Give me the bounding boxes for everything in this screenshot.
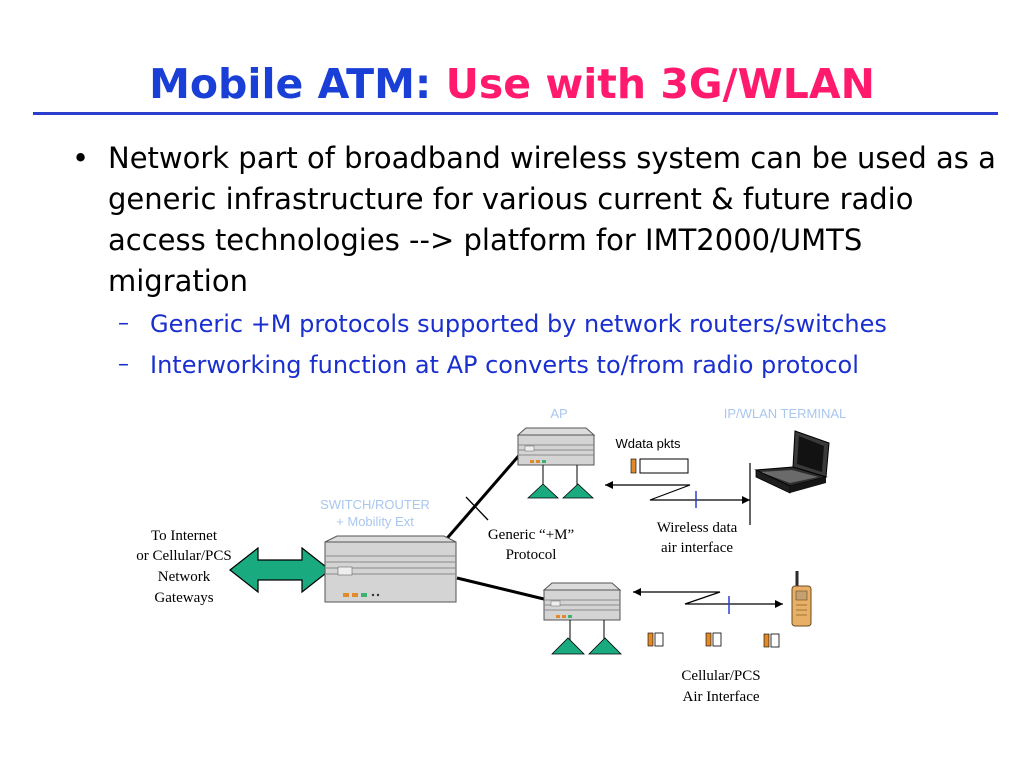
switch-router-icon bbox=[324, 535, 457, 603]
access-point-top-icon bbox=[516, 427, 596, 499]
protocol-tick bbox=[465, 496, 489, 521]
cell-packet-icon bbox=[647, 632, 664, 647]
bullet-marker: • bbox=[72, 141, 90, 175]
internet-label-line2: or Cellular/PCS bbox=[136, 548, 231, 564]
link-switch-to-ap-bottom bbox=[456, 576, 549, 602]
main-bullet-text: Network part of broadband wireless syste… bbox=[108, 141, 996, 298]
wdata-label: Wdata pkts bbox=[615, 436, 681, 451]
laptop-terminal-icon bbox=[754, 430, 830, 494]
protocol-label-line1: Generic “+M” bbox=[488, 527, 574, 543]
cell-packet-icon bbox=[705, 632, 722, 647]
switch-label-line1: SWITCH/ROUTER bbox=[320, 497, 430, 512]
title-divider bbox=[33, 112, 998, 115]
sub-bullet-marker: – bbox=[118, 311, 129, 336]
sub-bullet-marker: – bbox=[118, 352, 129, 377]
wireless-data-link bbox=[605, 458, 751, 525]
link-switch-to-ap-top bbox=[441, 451, 524, 544]
title-main: Mobile ATM: bbox=[149, 60, 432, 108]
ap-label: AP bbox=[550, 406, 567, 421]
protocol-label-line2: Protocol bbox=[506, 547, 557, 563]
slide-title: Mobile ATM: Use with 3G/WLAN bbox=[0, 57, 1024, 111]
internet-label-line3: Network bbox=[158, 569, 211, 585]
terminal-label: IP/WLAN TERMINAL bbox=[724, 406, 847, 421]
wireless-label-line2: air interface bbox=[661, 540, 733, 556]
sub-bullet-interworking: Interworking function at AP converts to/… bbox=[150, 351, 859, 379]
cellular-label-line1: Cellular/PCS bbox=[681, 668, 760, 684]
switch-label-line2: + Mobility Ext bbox=[336, 514, 414, 529]
wireless-label-line1: Wireless data bbox=[657, 520, 738, 536]
cell-phone-icon bbox=[791, 571, 812, 627]
title-highlight: Use with 3G/WLAN bbox=[445, 60, 875, 108]
cellular-label-line2: Air Interface bbox=[682, 689, 759, 705]
sub-bullet-protocols: Generic +M protocols supported by networ… bbox=[150, 310, 887, 338]
cell-packet-icon bbox=[763, 633, 780, 648]
internet-arrow bbox=[229, 546, 331, 594]
internet-label-line4: Gateways bbox=[154, 590, 213, 606]
internet-label-line1: To Internet bbox=[151, 528, 218, 544]
cellular-link bbox=[633, 588, 783, 648]
access-point-bottom-icon bbox=[542, 582, 622, 655]
